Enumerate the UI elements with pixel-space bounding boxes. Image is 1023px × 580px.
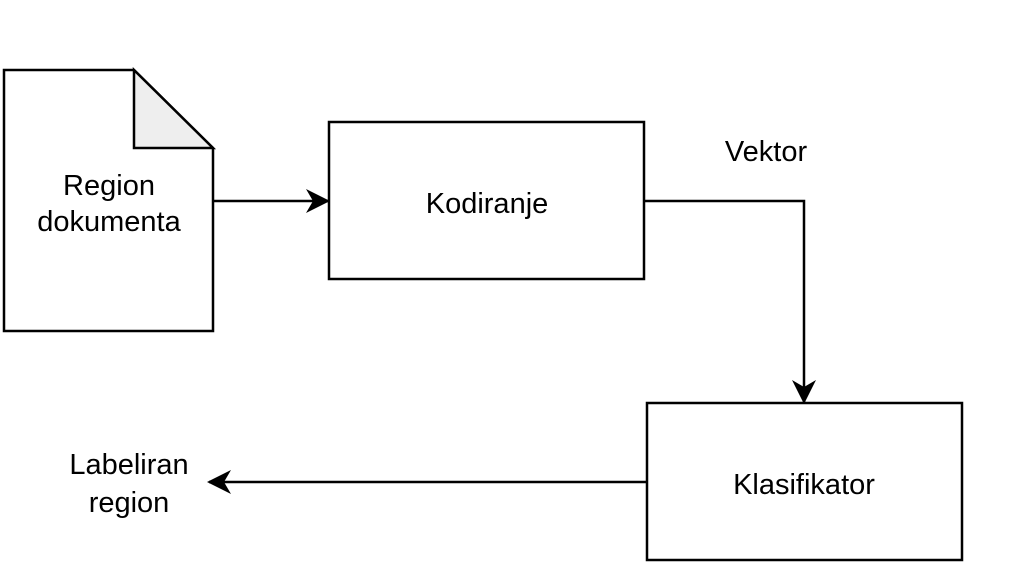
encoder-box [327,120,646,281]
classifier-node: Klasifikator [645,401,964,562]
encoder-label: Kodiranje [426,188,549,220]
output-node: Labeliran region [69,449,188,519]
output-label-line1: Labeliran [69,449,188,481]
classifier-label: Klasifikator [733,469,875,501]
vector-edge-label: Vektor [725,136,808,168]
output-label-line2: region [89,487,170,519]
document-fold-corner [132,67,217,150]
encoder-node: Kodiranje [327,120,646,281]
document-label-line2: dokumenta [37,206,181,238]
arrow-encoder-to-classifier [644,199,816,404]
document-node: Region dokumenta [2,67,217,333]
document-label-line1: Region [63,170,155,202]
